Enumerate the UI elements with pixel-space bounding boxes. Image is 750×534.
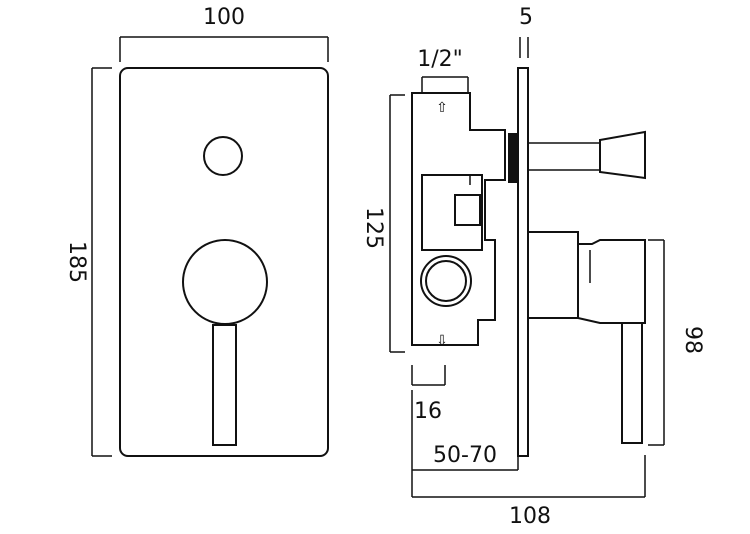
handle-hub xyxy=(182,239,268,325)
diverter-knob-side xyxy=(599,130,646,180)
total-depth-label: 108 xyxy=(509,504,551,529)
plate-thickness-dimension: 5 xyxy=(519,5,533,58)
pipe-label: 1/2" xyxy=(417,47,463,72)
lever-height-label: 98 xyxy=(680,326,705,354)
lever-side xyxy=(621,322,643,444)
lever-height-dimension: 98 xyxy=(648,239,705,446)
wall-depth-label: 50-70 xyxy=(433,443,497,468)
height-dimension: 185 xyxy=(64,67,112,457)
body-height-label: 125 xyxy=(361,207,386,249)
diverter-button xyxy=(203,136,243,176)
pipe-dimension: 1/2" xyxy=(417,47,469,92)
cover-plate-side xyxy=(517,67,529,457)
width-label: 100 xyxy=(203,5,245,30)
side-view: 1/2" 5 125 ⇧ ⇩ xyxy=(361,5,705,529)
valve-body xyxy=(411,92,506,346)
outlet-spacing-label: 16 xyxy=(414,399,442,424)
handle-body-side xyxy=(527,231,579,319)
height-label: 185 xyxy=(64,241,89,283)
cover-plate xyxy=(119,67,329,457)
outlet-port xyxy=(420,255,472,307)
lever-handle xyxy=(212,324,237,446)
plate-thickness-label: 5 xyxy=(519,5,533,30)
wall-depth-dimension: 50-70 xyxy=(411,390,519,471)
outlet-spacing-dimension: 16 xyxy=(411,365,446,424)
body-height-dimension: 125 xyxy=(361,94,405,353)
width-dimension: 100 xyxy=(119,5,329,62)
total-depth-dimension: 108 xyxy=(411,455,646,529)
flow-arrow-up: ⇧ xyxy=(436,100,448,116)
front-view: 100 185 xyxy=(64,5,329,457)
flow-arrow-down: ⇩ xyxy=(436,333,448,349)
